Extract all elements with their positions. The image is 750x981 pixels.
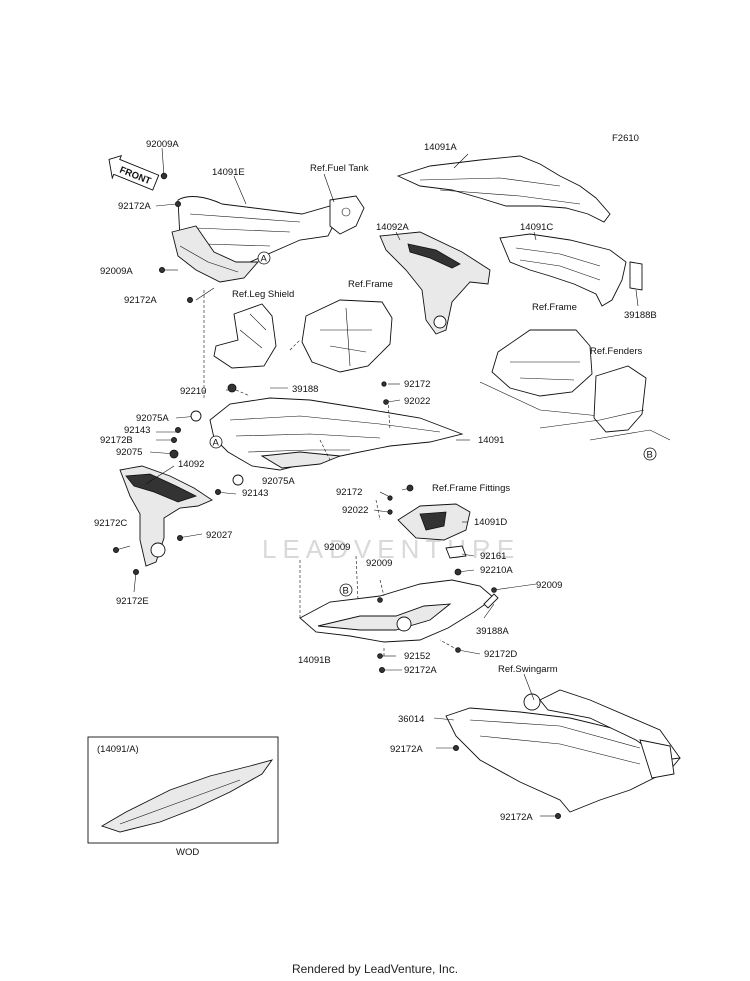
part-36014-chain-guard[interactable] (445, 689, 681, 813)
svg-text:B: B (647, 450, 653, 461)
callout-a-lower: A (209, 435, 223, 449)
label-92161: 92161 (480, 551, 506, 562)
label-92075: 92075 (116, 447, 142, 458)
label-92172e: 92172E (116, 596, 149, 607)
watermark-text: LEADVENTURE (262, 534, 520, 564)
fasteners (113, 172, 562, 820)
inset-title: (14091/A) (97, 744, 139, 755)
dashed-guide-lines (203, 290, 459, 656)
callout-b-right: B (643, 447, 657, 461)
label-92022-right: 92022 (404, 396, 430, 407)
part-39188b-label[interactable] (629, 261, 643, 291)
svg-text:B: B (343, 586, 349, 597)
label-92172b: 92172B (100, 435, 133, 446)
label-92152: 92152 (404, 651, 430, 662)
part-14091c-cover[interactable] (499, 233, 627, 307)
part-39188a-label[interactable] (483, 593, 499, 609)
label-ref-frame-right: Ref.Frame (532, 302, 577, 313)
label-92172c: 92172C (94, 518, 127, 529)
label-92022-center: 92022 (342, 505, 368, 516)
label-92009a-top: 92009A (146, 139, 179, 150)
label-92172a-guard1: 92172A (390, 744, 423, 755)
label-39188b: 39188B (624, 310, 657, 321)
frame-ref-center (301, 299, 393, 373)
figure-code: F2610 (612, 133, 639, 144)
label-92075a-center: 92075A (262, 476, 295, 487)
label-92172-center: 92172 (336, 487, 362, 498)
leg-shield-ref (213, 303, 277, 369)
label-14091: 14091 (478, 435, 504, 446)
frame-ref-right (479, 329, 601, 417)
part-14091e-cover[interactable] (171, 196, 341, 283)
leader-lines (115, 147, 639, 817)
callout-b-lower: B (339, 583, 353, 597)
part-92161-pad[interactable] (445, 545, 467, 559)
label-ref-fuel-tank: Ref.Fuel Tank (310, 163, 369, 174)
inset-caption: WOD (176, 847, 199, 858)
label-92009-b: 92009 (366, 558, 392, 569)
label-14091c: 14091C (520, 222, 553, 233)
part-14092-panel[interactable] (119, 465, 213, 567)
part-14091a-cover[interactable] (396, 155, 611, 223)
part-14091-main-cover[interactable] (209, 397, 464, 471)
label-ref-leg-shield: Ref.Leg Shield (232, 289, 294, 300)
front-arrow-badge: FRONT (108, 155, 160, 191)
label-ref-fenders: Ref.Fenders (590, 346, 643, 357)
inset-cover-variant (100, 759, 274, 833)
label-92027: 92027 (206, 530, 232, 541)
label-92009-c: 92009 (536, 580, 562, 591)
label-92143-left: 92143 (124, 425, 150, 436)
label-36014: 36014 (398, 714, 424, 725)
inset-variant-box: (14091/A) WOD (87, 736, 279, 858)
label-92009-a: 92009 (324, 542, 350, 553)
fuel-tank-ref-bracket (329, 195, 365, 235)
label-92172d: 92172D (484, 649, 517, 660)
label-ref-frame-fittings: Ref.Frame Fittings (432, 483, 510, 494)
label-14091e: 14091E (212, 167, 245, 178)
label-14091b: 14091B (298, 655, 331, 666)
svg-text:A: A (261, 254, 268, 265)
label-92172-right: 92172 (404, 379, 430, 390)
label-14091d: 14091D (474, 517, 507, 528)
part-14091b-lower-cover[interactable] (299, 579, 495, 643)
label-39188: 39188 (292, 384, 318, 395)
label-14092a: 14092A (376, 222, 409, 233)
label-14091a: 14091A (424, 142, 457, 153)
part-14092a-panel[interactable] (379, 231, 491, 335)
label-39188a: 39188A (476, 626, 509, 637)
part-14091d-panel[interactable] (397, 503, 471, 541)
label-92143-center: 92143 (242, 488, 268, 499)
label-92172a-mid: 92172A (124, 295, 157, 306)
label-ref-swingarm: Ref.Swingarm (498, 664, 558, 675)
label-ref-frame-center: Ref.Frame (348, 279, 393, 290)
label-92075a-left: 92075A (136, 413, 169, 424)
label-92172a-top: 92172A (118, 201, 151, 212)
label-92210a: 92210A (480, 565, 513, 576)
label-14092: 14092 (178, 459, 204, 470)
label-92172a-low: 92172A (404, 665, 437, 676)
svg-text:A: A (213, 438, 220, 449)
callout-a-upper: A (257, 251, 271, 265)
part-labels: 92009A 14091E Ref.Fuel Tank 14091A 92172… (94, 139, 657, 823)
footer-credit: Rendered by LeadVenture, Inc. (291, 962, 459, 976)
label-92210: 92210 (180, 386, 206, 397)
label-92172a-guard2: 92172A (500, 812, 533, 823)
fenders-ref (539, 365, 671, 441)
label-92009a-mid: 92009A (100, 266, 133, 277)
